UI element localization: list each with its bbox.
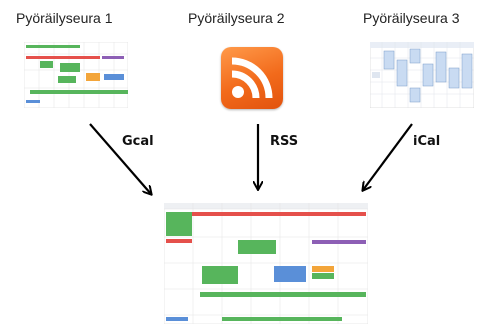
rss-feed-icon bbox=[221, 47, 283, 109]
gcal-label: Gcal bbox=[122, 134, 154, 149]
rss-label: RSS bbox=[270, 134, 299, 149]
source-1-label: Pyöräilyseura 1 bbox=[16, 10, 113, 26]
combined-calendar bbox=[163, 202, 369, 325]
arrow-gcal bbox=[89, 123, 151, 194]
arrow-ical bbox=[363, 123, 413, 190]
source-2-label: Pyöräilyseura 2 bbox=[188, 10, 285, 26]
source-3-label: Pyöräilyseura 3 bbox=[363, 10, 460, 26]
calendar-month-icon bbox=[23, 41, 129, 109]
ical-label: iCal bbox=[413, 134, 441, 149]
